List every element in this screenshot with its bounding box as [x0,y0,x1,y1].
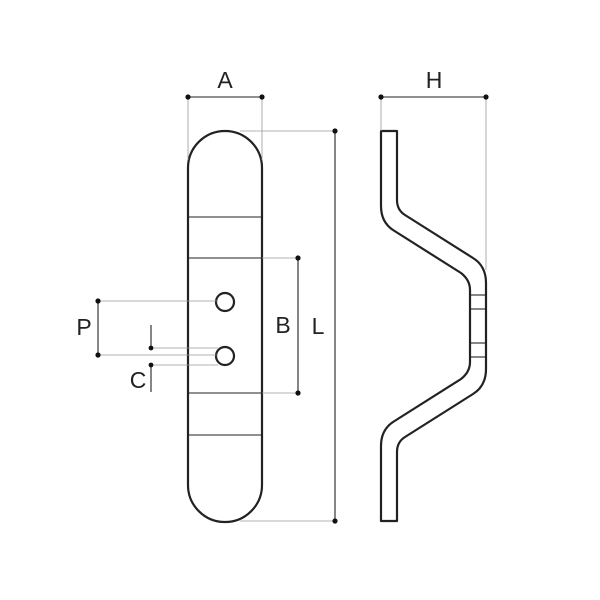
dimension-label-p: P [76,314,91,340]
front-view [186,129,264,524]
dimension-label-l: L [312,313,325,339]
dimension-l: L [240,128,338,524]
dimension-label-h: H [426,67,443,93]
dimension-label-b: B [275,312,290,338]
plate-outline [186,129,264,524]
side-profile-outline [379,129,488,523]
mounting-hole-upper [214,291,236,313]
dimension-p: P [76,298,218,358]
dimension-label-c: C [130,367,147,393]
side-view [379,129,488,523]
mounting-hole-lower [214,345,236,367]
dimension-h: H [378,67,489,270]
dimension-a: A [185,67,265,160]
dimension-label-a: A [217,67,233,93]
dimension-c: C [130,325,218,393]
dimension-b: B [262,255,301,396]
